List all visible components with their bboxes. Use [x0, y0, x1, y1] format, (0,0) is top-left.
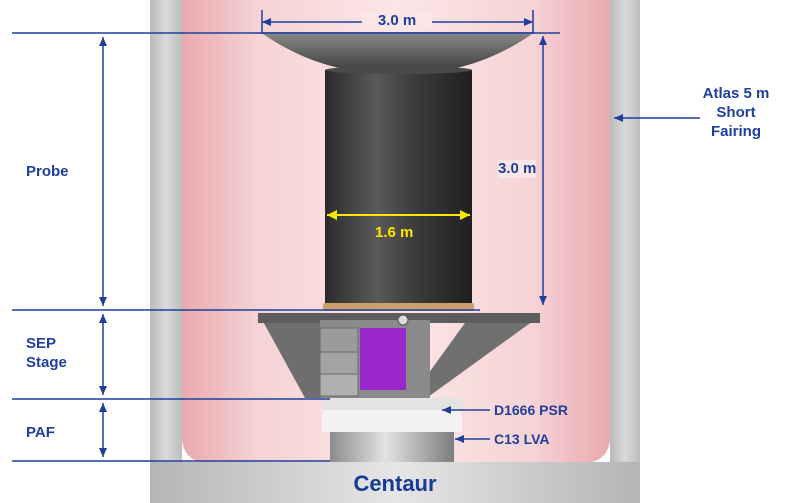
- fairing-left-wall: [150, 0, 182, 462]
- sep-stage-label: SEP Stage: [26, 334, 67, 372]
- fairing-label: Atlas 5 m Short Fairing: [688, 84, 784, 141]
- probe-bottom-ring: [323, 303, 474, 311]
- centaur-stage: [150, 462, 640, 503]
- sep-stage-bus-lower: [319, 351, 359, 375]
- sep-purple-panel: [360, 328, 406, 390]
- psr-ring: [322, 398, 462, 410]
- sep-stage-fitting: [397, 314, 409, 326]
- probe-label: Probe: [26, 163, 69, 180]
- paf-adapter: [322, 410, 462, 432]
- sep-stage-right-wing: [402, 316, 540, 410]
- lva-cylinder: [330, 432, 454, 462]
- probe-dish: [260, 32, 535, 73]
- fairing-label-line3: Fairing: [710, 123, 761, 140]
- fairing-right-wall: [610, 0, 640, 462]
- sep-stage-bus-base: [319, 373, 359, 397]
- sep-stage-label-line1: SEP: [26, 335, 57, 352]
- probe-diameter-label: 1.6 m: [375, 224, 414, 241]
- psr-label: D1666 PSR: [494, 402, 568, 418]
- sep-stage-label-line2: Stage: [26, 354, 67, 371]
- top-width-label: 3.0 m: [362, 12, 432, 30]
- paf-label: PAF: [26, 424, 55, 441]
- centaur-label: Centaur: [353, 471, 437, 496]
- probe-top-rim: [325, 66, 472, 74]
- sep-stage-bus-upper: [319, 327, 359, 353]
- sep-stage-left-wing: [260, 316, 320, 398]
- fairing-label-line2: Short: [716, 104, 756, 121]
- lva-label: C13 LVA: [494, 431, 550, 447]
- fairing-label-line1: Atlas 5 m: [702, 85, 770, 102]
- probe-cylinder: [325, 70, 472, 310]
- probe-height-label: 3.0 m: [498, 160, 537, 178]
